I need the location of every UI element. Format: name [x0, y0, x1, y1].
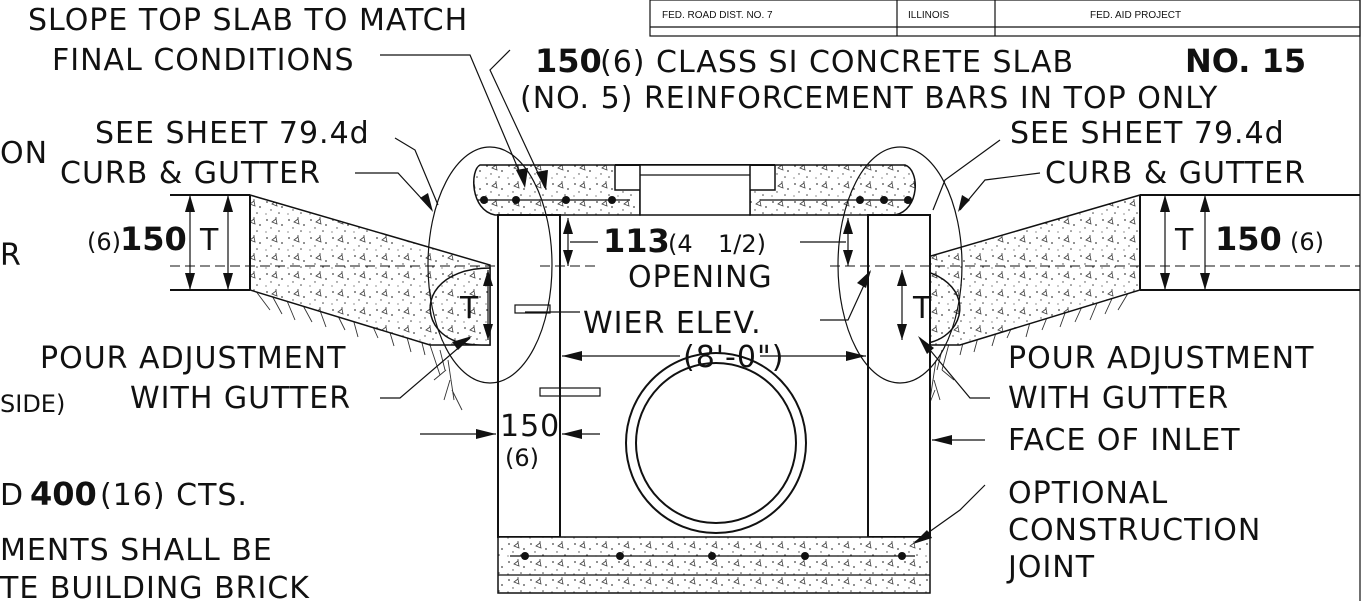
dim-width — [562, 351, 866, 361]
dim-inner-t-right: T — [912, 291, 932, 326]
edge-text-side: SIDE) — [0, 390, 65, 418]
detail-ellipse-left — [427, 146, 553, 384]
edge-text-on: ON — [0, 136, 48, 171]
note-pour-right-1: POUR ADJUSTMENT — [1008, 341, 1314, 376]
dim-wall-mm: 150 — [500, 409, 560, 444]
note-slope-line1: SLOPE TOP SLAB TO MATCH — [28, 3, 468, 38]
soil-hatch-left — [254, 289, 463, 411]
dim-opening-mm: 113 — [603, 222, 670, 260]
note-slope-line2: FINAL CONDITIONS — [52, 43, 355, 78]
note-optional-3: JOINT — [1006, 550, 1095, 585]
inlet-wall-left — [497, 214, 561, 538]
dim-opening — [563, 218, 853, 266]
note-optional-1: OPTIONAL — [1008, 476, 1168, 511]
dim-left-t: T — [199, 223, 219, 258]
note-see-sheet-left: SEE SHEET 79.4d — [95, 116, 370, 151]
note-reinforcement: (NO. 5) REINFORCEMENT BARS IN TOP ONLY — [520, 81, 1218, 116]
top-slab-left — [473, 164, 641, 216]
note-slab-number: NO. 15 — [1185, 42, 1306, 80]
edge-text-bottom1: MENTS SHALL BE — [0, 533, 273, 568]
note-slab-dim: 150 — [535, 42, 602, 80]
pour-adjustment-left — [429, 267, 491, 346]
dim-right-t: T — [1174, 223, 1194, 258]
note-pour-left-1: POUR ADJUSTMENT — [40, 341, 346, 376]
dim-inner-t-left: T — [459, 291, 479, 326]
dim-right-150 — [1160, 195, 1210, 290]
leader-lines — [355, 49, 1041, 544]
note-curb-right: CURB & GUTTER — [1045, 156, 1306, 191]
outlet-pipe-inner — [635, 362, 797, 524]
edge-text-cts: (16) CTS. — [100, 478, 248, 513]
title-state: ILLINOIS — [908, 10, 949, 21]
grate-opening — [639, 164, 751, 216]
note-pour-left-2: WITH GUTTER — [130, 381, 351, 416]
title-block: FED. ROAD DIST. NO. 7 ILLINOIS FED. AID … — [649, 0, 1361, 37]
detail-ellipse-right — [837, 146, 963, 384]
top-slab-rebar — [478, 196, 912, 204]
step-plate — [539, 387, 601, 397]
dim-inlet-width: (8'-0") — [683, 340, 784, 375]
dim-left-inches: (6) — [87, 228, 121, 256]
title-project: FED. AID PROJECT — [1090, 10, 1181, 21]
note-curb-left: CURB & GUTTER — [60, 156, 321, 191]
edge-text-cts-dim: 400 — [30, 475, 97, 513]
dim-opening-in: (4 — [668, 230, 693, 258]
edge-text-r: R — [0, 238, 22, 273]
note-optional-2: CONSTRUCTION — [1008, 513, 1261, 548]
label-wier-elev: WIER ELEV. — [583, 306, 762, 341]
bottom-slab-rebar — [510, 552, 915, 560]
dim-opening-fraction: 1/2) — [718, 230, 766, 258]
title-district: FED. ROAD DIST. NO. 7 — [662, 10, 773, 21]
dim-left-150 — [185, 195, 233, 290]
label-opening: OPENING — [628, 260, 773, 295]
wier-plate — [514, 304, 551, 314]
note-pour-right-2: WITH GUTTER — [1008, 381, 1229, 416]
dim-wall-in: (6) — [505, 444, 539, 472]
note-slab-text: (6) CLASS SI CONCRETE SLAB — [600, 45, 1074, 80]
dim-wall — [420, 429, 985, 445]
dim-right-inches: (6) — [1290, 228, 1324, 256]
top-slab-right — [749, 164, 916, 216]
edge-text-d: D — [0, 478, 24, 513]
dim-t-inner — [483, 270, 907, 340]
note-face-of-inlet: FACE OF INLET — [1008, 423, 1241, 458]
edge-text-bottom2: TE BUILDING BRICK — [0, 571, 310, 601]
note-see-sheet-right: SEE SHEET 79.4d — [1010, 116, 1285, 151]
dim-right-mm: 150 — [1215, 220, 1282, 258]
bottom-slab — [497, 536, 931, 594]
dim-left-mm: 150 — [120, 220, 187, 258]
